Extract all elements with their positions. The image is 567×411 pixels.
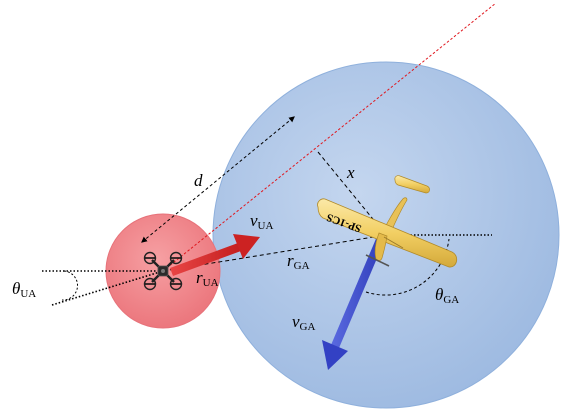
- theta-ua-arc: [61, 270, 79, 301]
- label-theta-ua: θUA: [12, 279, 36, 300]
- line-of-sight: [162, 2, 497, 272]
- x-distance-line: [317, 151, 387, 236]
- ga-velocity-arrow: [322, 234, 386, 370]
- label-r-ga: rGA: [287, 251, 310, 272]
- label-v-ua: vUA: [250, 211, 273, 232]
- ua-velocity-arrow: [170, 234, 260, 276]
- label-r-ua: rUA: [196, 268, 219, 289]
- label-theta-ga: θGA: [435, 285, 459, 306]
- label-d: d: [194, 171, 203, 190]
- theta-ga-arc: [365, 238, 450, 296]
- label-x: x: [346, 163, 355, 182]
- quadcopter-drone-icon: [143, 251, 183, 291]
- label-v-ga: vGA: [292, 312, 315, 333]
